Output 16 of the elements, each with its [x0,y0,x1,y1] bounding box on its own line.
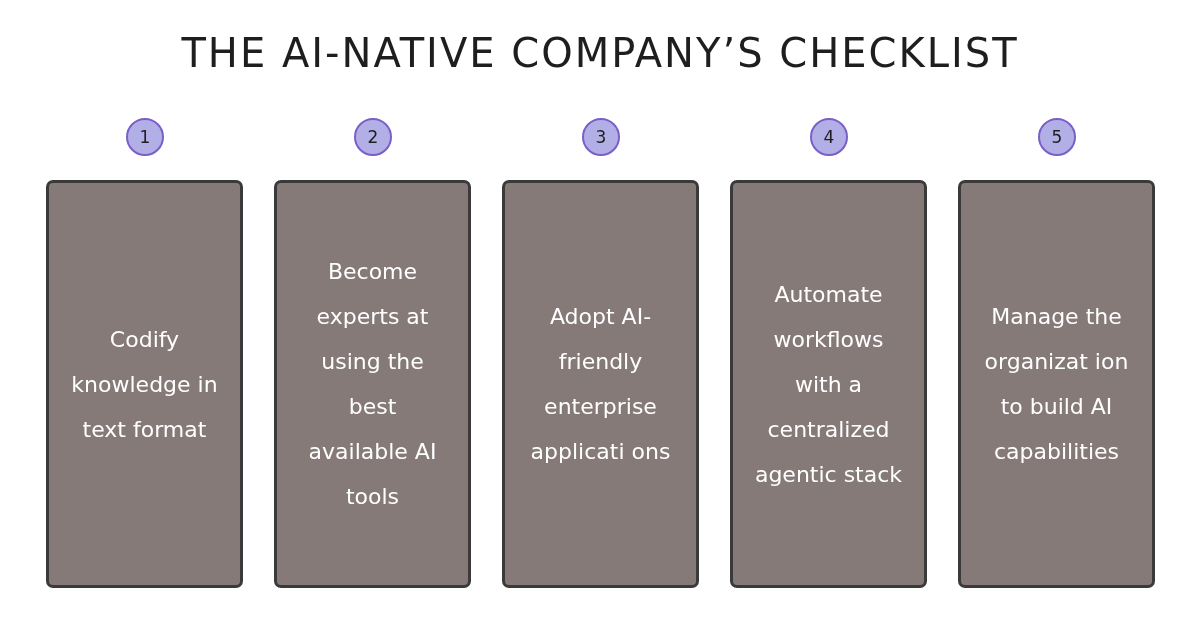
step-card [46,180,243,588]
number-badge: 4 [810,118,848,156]
number-badge: 2 [354,118,392,156]
step-text: Adopt AI-friendly enterprise applicati ons [529,303,672,466]
number-badge: 3 [582,118,620,156]
step-text: Codify knowledge in text format [70,325,219,444]
number-badge: 5 [1038,118,1076,156]
number-badge: 1 [126,118,164,156]
step-text: Manage the organizat ion to build AI capabilities [983,303,1130,466]
step-card [274,180,471,588]
title: THE AI-NATIVE COMPANY’S CHECKLIST [180,30,1020,76]
step-text: Become experts at using the best available AI tools [307,258,438,511]
step-card [730,180,927,588]
step-card [502,180,699,588]
step-card [958,180,1155,588]
step-text: Automate workflows with a centralized agentic stack [753,280,904,489]
